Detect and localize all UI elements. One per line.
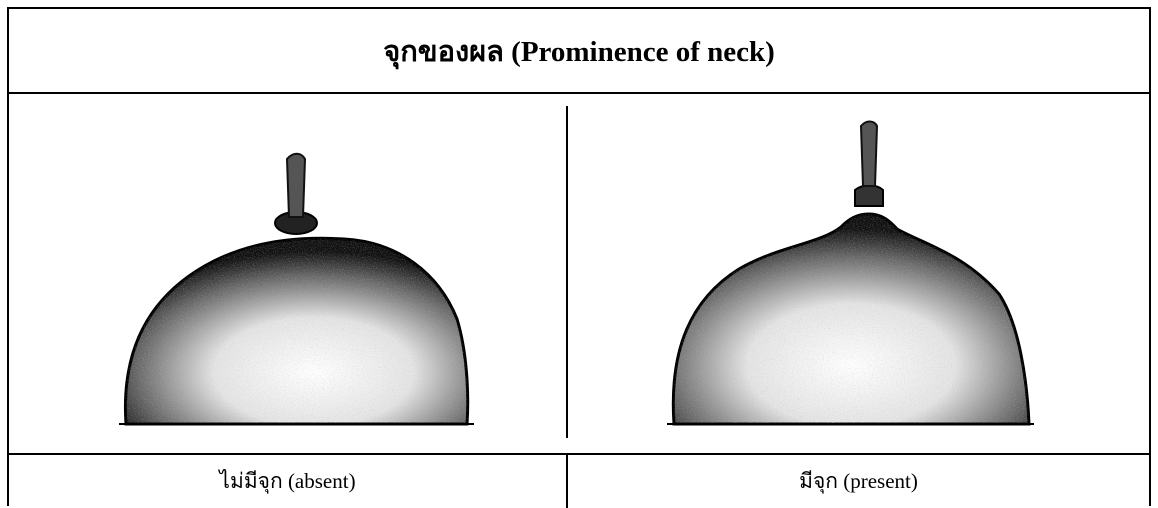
label-present: มีจุก (present) [568,455,1149,508]
fruit-illustration-present [579,94,1149,453]
fruit-present-shape [667,122,1034,425]
illustration-divider [566,106,568,438]
illustration-row [9,94,1149,455]
fruit-illustration-absent [9,94,579,453]
label-absent: ไม่มีจุก (absent) [9,455,566,508]
fruit-absent-shape [119,154,474,424]
label-row: ไม่มีจุก (absent) มีจุก (present) [9,455,1149,508]
table-title: จุกของผล (Prominence of neck) [9,9,1149,94]
neck-prominence-table: จุกของผล (Prominence of neck) [7,7,1151,506]
